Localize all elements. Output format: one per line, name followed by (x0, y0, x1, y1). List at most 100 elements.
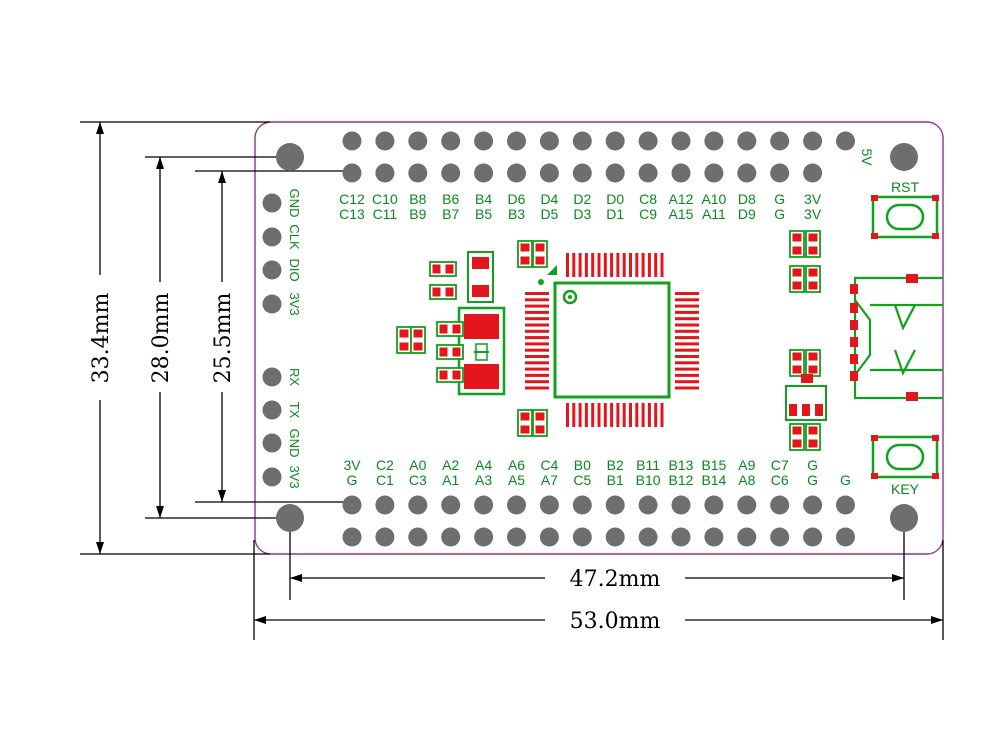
voltage-regulator (785, 374, 827, 421)
header-pin (770, 163, 790, 183)
chip-lead (654, 253, 658, 277)
header-pin (262, 227, 282, 247)
chip-lead (610, 253, 614, 277)
pin-label: 3V3 (287, 292, 302, 315)
header-pin (441, 131, 461, 151)
header-pin (638, 495, 658, 515)
pin-label: C8 (639, 191, 657, 207)
chip-lead (525, 292, 549, 295)
header-pin (572, 163, 592, 183)
pin-label: D3 (573, 206, 591, 222)
pin-label: C2 (376, 457, 394, 473)
header-pin (704, 131, 724, 151)
header-pin (803, 495, 823, 515)
left-pin-header (262, 193, 282, 487)
chip-lead (525, 355, 549, 358)
chip-lead (616, 253, 620, 277)
pin-label: A7 (541, 472, 558, 488)
chip-lead (675, 367, 699, 371)
header-pin (441, 527, 461, 547)
chip-lead (641, 403, 645, 427)
header-pin (507, 131, 526, 151)
header-pin (803, 131, 823, 151)
header-pin (836, 527, 855, 547)
chip-lead (566, 403, 569, 427)
capacitor (436, 321, 464, 337)
capacitor (789, 349, 805, 377)
capacitor (517, 409, 533, 437)
header-pin (572, 527, 592, 547)
chip-lead (675, 323, 699, 327)
capacitor (396, 326, 412, 354)
pin-label: B15 (701, 457, 726, 473)
pin-label: TX (287, 402, 302, 419)
header-pin (342, 527, 362, 547)
header-pin (572, 131, 592, 151)
chip-lead (525, 323, 549, 327)
header-pin (507, 163, 526, 183)
pin-label: A15 (669, 206, 694, 222)
pin-label: A8 (738, 472, 755, 488)
header-pin (408, 163, 428, 183)
capacitor (789, 423, 805, 451)
header-pin (262, 467, 282, 487)
chip-lead (591, 403, 595, 427)
header-pin (262, 193, 282, 213)
capacitor (436, 367, 464, 383)
chip-lead (603, 253, 607, 277)
pin-label: D6 (508, 191, 526, 207)
chip-lead (525, 329, 549, 333)
pin-label: D8 (738, 191, 756, 207)
chip-lead (629, 403, 632, 427)
mounting-hole (890, 504, 918, 532)
crystal-oscillator (457, 306, 506, 396)
chip-lead (525, 361, 549, 365)
chip-lead (675, 386, 699, 390)
capacitor (789, 230, 805, 258)
pin-label: C3 (409, 472, 427, 488)
header-pin (638, 527, 658, 547)
reset-button[interactable] (871, 195, 939, 239)
pin-label: B1 (607, 472, 624, 488)
chip-lead (675, 355, 699, 358)
header-pin (474, 495, 494, 515)
header-pin (836, 131, 855, 151)
pin-label: G (347, 472, 358, 488)
pin-label: B8 (409, 191, 426, 207)
header-pin (836, 495, 855, 515)
pin-label: C5 (573, 472, 591, 488)
chip-lead (566, 253, 569, 277)
chip-lead (675, 298, 699, 302)
chip-lead (675, 317, 699, 321)
header-pin (262, 433, 282, 453)
capacitor (805, 230, 821, 258)
chip-lead (675, 361, 699, 365)
header-pin (737, 131, 757, 151)
pin-label: C7 (771, 457, 789, 473)
chip-lead (675, 348, 699, 352)
chip-lead (578, 403, 582, 427)
small-capacitors (396, 230, 821, 451)
pin-label: A4 (475, 457, 492, 473)
pin-label: B4 (475, 191, 492, 207)
pin-label: A10 (701, 191, 726, 207)
chip-lead (660, 253, 664, 277)
header-pin (262, 294, 282, 314)
pin-label: G (807, 472, 818, 488)
pin-label: D4 (540, 191, 558, 207)
capacitor (436, 344, 464, 360)
pin-label: B5 (475, 206, 492, 222)
capacitor (410, 326, 426, 354)
chip-lead (584, 403, 588, 427)
header-pin (605, 527, 625, 547)
chip-lead (525, 336, 549, 340)
pin-label: A3 (475, 472, 492, 488)
header-pin (671, 163, 691, 183)
key-button[interactable] (871, 435, 939, 479)
header-pin (704, 495, 724, 515)
dim-width-outer: 53.0mm (570, 609, 661, 634)
pin-label: GND (287, 189, 302, 218)
pin-label: D1 (606, 206, 624, 222)
chip-lead (525, 348, 549, 352)
